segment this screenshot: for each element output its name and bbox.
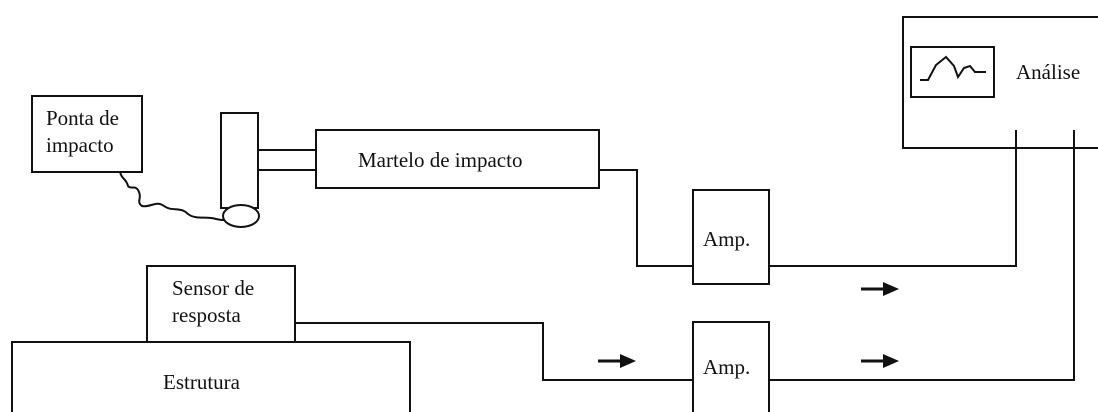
arrow-right-icon bbox=[861, 282, 899, 296]
structure-block: Estrutura bbox=[11, 341, 411, 412]
response-sensor-label-line2: resposta bbox=[172, 303, 241, 327]
impact-hammer-label: Martelo de impacto bbox=[358, 148, 522, 172]
amp-top-to-analysis-wire bbox=[769, 130, 1017, 267]
waveform-icon bbox=[920, 55, 986, 81]
impact-tip-label-line1: Ponta de bbox=[46, 106, 119, 130]
amplifier-bottom-label: Amp. bbox=[703, 355, 750, 379]
structure-label: Estrutura bbox=[163, 370, 241, 394]
arrow-right-icon bbox=[861, 354, 899, 368]
analysis-label: Análise bbox=[1016, 60, 1080, 84]
hammer-to-amp-wire bbox=[599, 169, 693, 267]
amplifier-bottom: Amp. bbox=[692, 321, 770, 412]
analysis-block: Análise bbox=[902, 16, 1098, 149]
amp-bottom-to-analysis-wire bbox=[769, 130, 1075, 381]
amplifier-top-label: Amp. bbox=[703, 227, 750, 251]
impact-hammer-block: Martelo de impacto bbox=[315, 129, 600, 189]
sensor-to-amp-wire bbox=[295, 322, 693, 381]
response-sensor-label-line1: Sensor de bbox=[172, 276, 254, 300]
arrow-right-icon bbox=[598, 354, 636, 368]
amplifier-top: Amp. bbox=[692, 189, 770, 285]
impact-tip-label-line2: impacto bbox=[46, 133, 114, 157]
impact-tip-cable bbox=[119, 171, 237, 222]
hammer-head bbox=[220, 112, 317, 228]
impact-tip-block: Ponta de impacto bbox=[31, 95, 143, 173]
response-sensor-block: Sensor de resposta bbox=[146, 265, 296, 343]
